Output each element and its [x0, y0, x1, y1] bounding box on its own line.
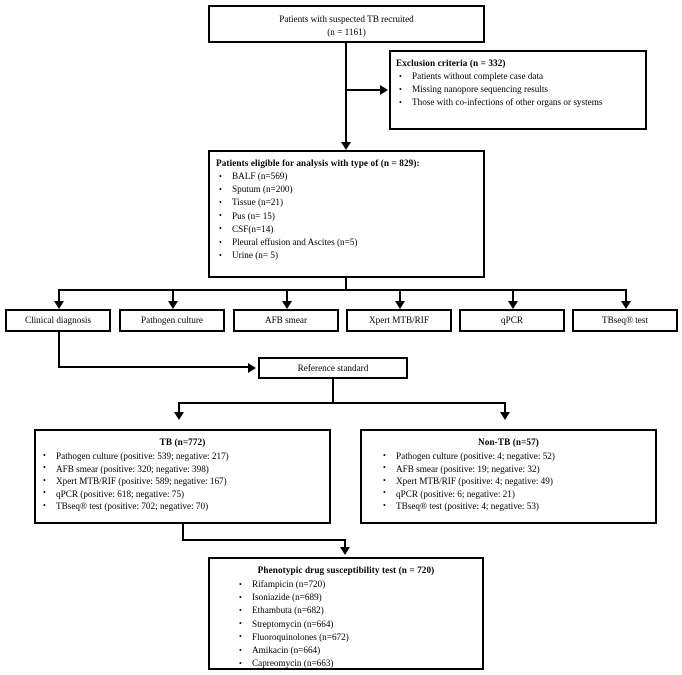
connector-bus-to-method-6 — [625, 289, 627, 305]
arrow-to-dst — [340, 547, 350, 555]
list-item: TBseq® test (positive: 4; negative: 53) — [380, 500, 651, 513]
dst-title: Phenotypic drug susceptibility test (n =… — [257, 565, 435, 575]
connector-bus-to-method-3 — [286, 289, 288, 305]
node-method-pathogen-culture: Pathogen culture — [119, 309, 225, 332]
list-item: Urine (n= 5) — [216, 249, 478, 262]
node-patients-recruited: Patients with suspected TB recruited (n … — [208, 5, 485, 43]
tb-title: TB (n=772) — [159, 437, 206, 447]
recruited-line-1: Patients with suspected TB recruited — [279, 14, 414, 24]
list-item: Tissue (n=21) — [216, 196, 478, 209]
method-label: qPCR — [501, 315, 523, 326]
node-exclusion-criteria: Exclusion criteria (n = 332) Patients wi… — [389, 50, 647, 130]
connector-split-bus — [178, 402, 506, 404]
exclusion-list: Patients without complete case data Miss… — [396, 69, 640, 110]
node-patients-eligible: Patients eligible for analysis with type… — [208, 150, 485, 278]
list-item: Pus (n= 15) — [216, 209, 478, 223]
list-item: CSF(n=14) — [216, 222, 478, 236]
list-item: Missing nanopore sequencing results — [396, 83, 640, 96]
method-label: Clinical diagnosis — [24, 315, 92, 326]
node-tb-group: TB (n=772) Pathogen culture (positive: 5… — [34, 429, 331, 524]
list-item: Those with co-infections of other organs… — [396, 96, 640, 109]
arrow-to-reference-standard — [248, 363, 256, 373]
list-item: Pleural effusion and Ascites (n=5) — [216, 236, 478, 249]
connector-reference-down — [332, 379, 334, 404]
non-tb-title: Non-TB (n=57) — [478, 437, 539, 447]
list-item: Ethambuta (n=682) — [236, 604, 478, 617]
connector-dst-drop — [344, 539, 346, 550]
list-item: Capreomycin (n=663) — [236, 657, 478, 670]
node-reference-standard: Reference standard — [258, 357, 408, 379]
list-item: AFB smear (positive: 320; negative: 398) — [40, 462, 325, 476]
arrow-to-tb — [174, 412, 184, 420]
reference-standard-label: Reference standard — [297, 362, 369, 373]
node-phenotypic-dst: Phenotypic drug susceptibility test (n =… — [208, 557, 484, 670]
connector-recruited-to-eligible — [345, 43, 347, 147]
connector-split-to-tb — [178, 402, 180, 415]
eligible-title: Patients eligible for analysis with type… — [216, 158, 420, 168]
connector-bus-to-method-4 — [399, 289, 401, 305]
list-item: Patients without complete case data — [396, 69, 640, 83]
list-item: AFB smear (positive: 19; negative: 32) — [380, 462, 651, 476]
recruited-line-2: (n = 1161) — [327, 26, 366, 37]
node-method-xpert-mtb-rif: Xpert MTB/RIF — [346, 309, 452, 332]
connector-clinical-to-reference — [58, 366, 250, 368]
list-item: Xpert MTB/RIF (positive: 589; negative: … — [40, 475, 325, 488]
arrow-to-method-5 — [508, 301, 518, 309]
method-label: AFB smear — [264, 315, 308, 326]
list-item: Streptomycin (n=664) — [236, 617, 478, 631]
connector-bus-to-method-2 — [172, 289, 174, 305]
list-item: Xpert MTB/RIF (positive: 4; negative: 49… — [380, 475, 651, 488]
list-item: TBseq® test (positive: 702; negative: 70… — [40, 500, 325, 513]
node-method-qpcr: qPCR — [459, 309, 565, 332]
arrow-to-method-6 — [621, 301, 631, 309]
non-tb-list: Pathogen culture (positive: 4; negative:… — [366, 450, 651, 513]
connector-eligible-to-bus — [345, 278, 347, 291]
node-non-tb-group: Non-TB (n=57) Pathogen culture (positive… — [360, 429, 657, 524]
node-method-clinical-diagnosis: Clinical diagnosis — [5, 309, 111, 332]
connector-tb-down — [182, 524, 184, 541]
connector-bus-to-method-1 — [58, 289, 60, 305]
dst-list: Rifampicin (n=720) Isoniazide (n=689) Et… — [214, 577, 478, 670]
method-label: TBseq® test — [601, 315, 649, 326]
arrow-to-method-3 — [282, 301, 292, 309]
list-item: Pathogen culture (positive: 539; negativ… — [40, 450, 325, 463]
arrow-to-method-1 — [54, 301, 64, 309]
list-item: Isoniazide (n=689) — [236, 591, 478, 604]
list-item: Amikacin (n=664) — [236, 644, 478, 657]
list-item: qPCR (positive: 6; negative: 21) — [380, 487, 651, 501]
connector-split-to-non-tb — [504, 402, 506, 415]
list-item: qPCR (positive: 618; negative: 75) — [40, 487, 325, 501]
method-label: Pathogen culture — [141, 315, 203, 326]
list-item: Sputum (n=200) — [216, 183, 478, 196]
list-item: Pathogen culture (positive: 4; negative:… — [380, 450, 651, 463]
method-label: Xpert MTB/RIF — [369, 315, 429, 326]
arrow-to-exclusion — [380, 85, 388, 95]
connector-clinical-down — [58, 332, 60, 368]
eligible-list: BALF (n=569) Sputum (n=200) Tissue (n=21… — [216, 169, 478, 262]
exclusion-title: Exclusion criteria (n = 332) — [396, 58, 506, 68]
arrow-to-method-4 — [395, 301, 405, 309]
node-method-afb-smear: AFB smear — [233, 309, 339, 332]
list-item: Rifampicin (n=720) — [236, 577, 478, 591]
arrow-to-method-2 — [168, 301, 178, 309]
list-item: Fluoroquinolones (n=672) — [236, 630, 478, 644]
node-method-tbseq-test: TBseq® test — [572, 309, 678, 332]
list-item: BALF (n=569) — [216, 169, 478, 183]
connector-bus-to-method-5 — [512, 289, 514, 305]
arrow-recruited-to-eligible — [341, 142, 351, 150]
connector-to-exclusion — [345, 89, 382, 91]
arrow-to-non-tb — [500, 412, 510, 420]
tb-list: Pathogen culture (positive: 539; negativ… — [40, 450, 325, 513]
connector-tb-to-dst — [182, 539, 346, 541]
distribution-bus — [58, 289, 626, 291]
